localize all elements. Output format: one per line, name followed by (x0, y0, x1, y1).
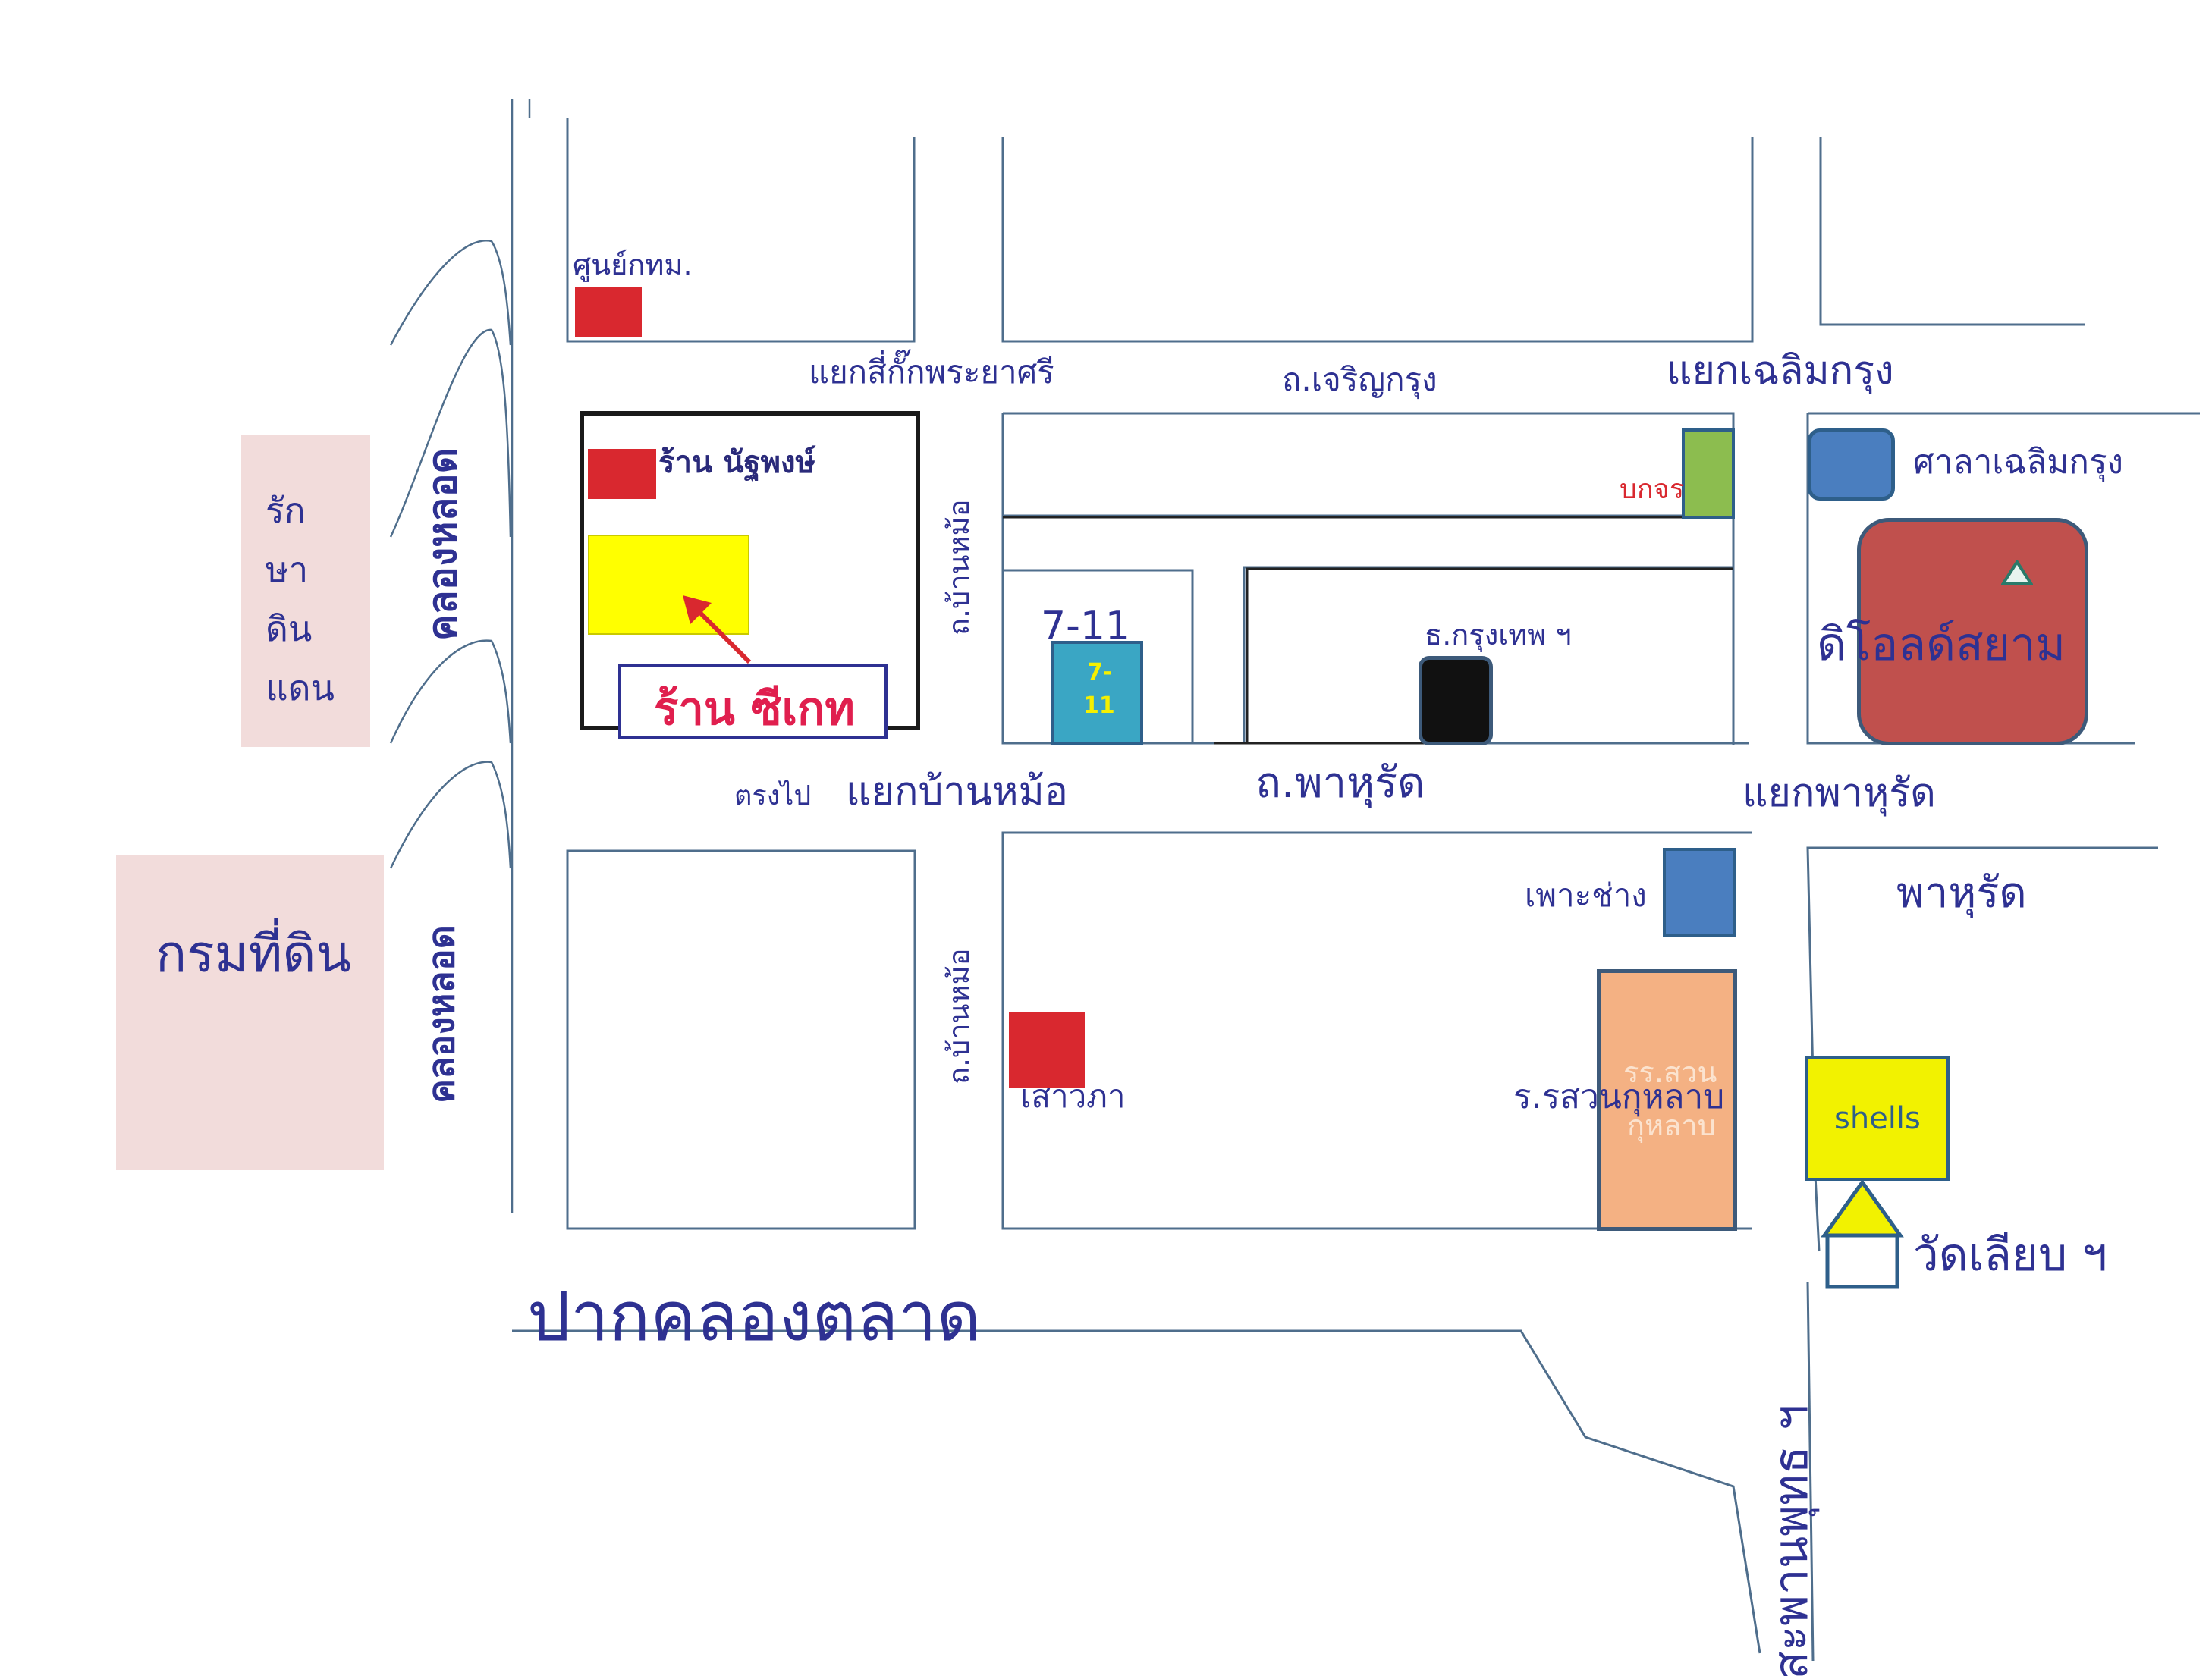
cgate-shop-sign (618, 664, 888, 739)
block-outline (566, 118, 916, 343)
raksa-din-daen-zone (241, 435, 370, 747)
block-outline (1819, 137, 2085, 326)
wat-liap-label: วัดเลียบ ฯ (1913, 1229, 2107, 1282)
canal-curve (389, 240, 512, 346)
post-office-marker (1682, 428, 1735, 519)
block-outline (1806, 846, 2158, 1252)
phahurat-right-label: พาหุรัด (1896, 868, 2027, 918)
block-outline (566, 849, 916, 1230)
phahurat-road-label: ถ.พาหุรัด (1255, 758, 1425, 808)
pho-chang-label: เพาะช่าง (1525, 877, 1647, 914)
block-outline (1243, 566, 1733, 743)
ban-mo-road-lower-label: ถ.บ้านหม้อ (942, 948, 976, 1084)
sao-wapha-label: เสาวภา (1020, 1078, 1126, 1115)
canal-curve (389, 761, 512, 869)
khlong-lot-lower-label: คลองหลอด (420, 925, 463, 1103)
raksa-din-daen-label-4: แดน (266, 667, 335, 708)
old-siam-building (1857, 518, 2088, 745)
canal-curve (389, 639, 512, 744)
bangkok-bank-label: ธ.กรุงเทพ ฯ (1425, 618, 1572, 651)
shells-marker (1805, 1056, 1950, 1181)
phahurat-junction-label: แยกพาหุรัด (1742, 771, 1936, 816)
seven-eleven-label: 7-11 (1041, 604, 1131, 649)
suan-kulap-school-inner-label-2: กุหลาบ (1627, 1109, 1716, 1142)
old-siam-label: ดิโอลด์สยาม (1817, 618, 2066, 671)
suan-kulap-school-building (1597, 969, 1737, 1231)
bangkok-bank-marker (1419, 656, 1493, 745)
block-outline (1001, 831, 1752, 1230)
temple-icon (1821, 1179, 1904, 1289)
cgate-shop-label: ร้าน ซีเกท (654, 683, 855, 736)
inner-road (1246, 567, 1733, 743)
pak-khlong-talat-label: ปากคลองตลาด (527, 1277, 982, 1357)
krom-thi-din-zone (116, 855, 384, 1170)
saphan-phut-road (1806, 1281, 1815, 1662)
straight-ahead-label: ตรงไป (734, 780, 812, 811)
sala-chaloem-krung-label: ศาลาเฉลิมกรุง (1913, 443, 2124, 482)
shells-label: shells (1834, 1101, 1921, 1136)
charoen-krung-road-label: ถ.เจริญกรุง (1282, 361, 1437, 398)
cgate-shop-building (588, 535, 749, 635)
sikak-phraya-si-junction-label: แยกสี่กั๊กพระยาศรี (809, 353, 1054, 391)
arrow-up-left-icon (683, 595, 752, 664)
nattaphong-shop-marker (588, 449, 656, 499)
sao-wapha-marker (1009, 1012, 1085, 1088)
raksa-din-daen-label-3: ดิน (266, 608, 313, 649)
sala-chaloem-krung-marker (1808, 428, 1895, 501)
nattaphong-shop-label: ร้าน นัฐพงษ์ (658, 444, 815, 480)
suan-kulap-school-inner-label-1: รร.สวน (1623, 1056, 1717, 1089)
saphan-phut-road-label: สะพานพุทธ ฯ (1763, 1404, 1818, 1676)
block-outline (1003, 412, 1735, 745)
seven-eleven-marker (1051, 641, 1143, 745)
ban-mo-road-upper-label: ถ.บ้านหม้อ (942, 499, 976, 636)
raksa-din-daen-label-2: ษา (266, 549, 309, 590)
pak-khlong-talat-boundary (512, 1329, 1761, 1654)
raksa-din-daen-label-1: รัก (266, 490, 306, 531)
chaloem-krung-junction-label: แยกเฉลิมกรุง (1667, 348, 1894, 394)
triangle-marker-icon (2001, 560, 2033, 585)
seven-eleven-badge-top: 7- (1087, 659, 1113, 686)
ban-mo-junction-label: แยกบ้านหม้อ (846, 769, 1069, 814)
seven-eleven-badge-bottom: 11 (1083, 692, 1115, 719)
bma-center-label: ศูนย์กทม. (573, 248, 693, 281)
post-office-label: บกจร (1620, 474, 1685, 505)
suan-kulap-school-label: ร.รสวนกุหลาบ (1513, 1078, 1725, 1116)
bma-center-marker (575, 287, 642, 337)
khlong-lot-upper-label: คลองหลอด (420, 447, 466, 641)
krom-thi-din-label: กรมที่ดิน (156, 924, 351, 984)
canal-curve (389, 328, 512, 538)
pho-chang-marker (1663, 848, 1736, 937)
block-outline (1001, 137, 1754, 343)
